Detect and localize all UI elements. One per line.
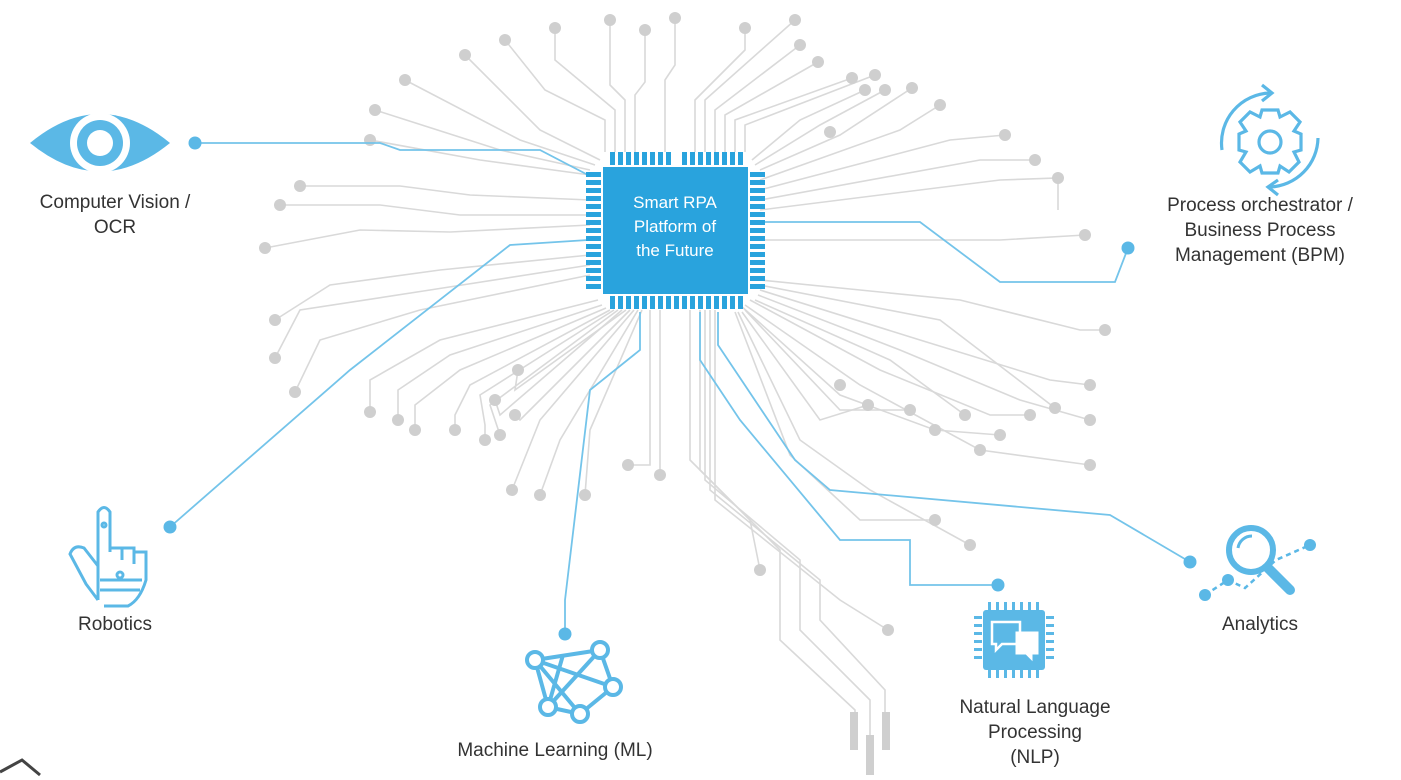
chat-chip-icon [974,602,1054,678]
center-line-1: Smart RPA [633,193,717,212]
nlp-line-2: Processing [988,722,1082,743]
robot-hand-icon [68,506,148,608]
circuit-nodes [259,12,1111,636]
chip-body [603,167,748,294]
analytics-line-1: Analytics [1221,614,1299,635]
robotics-label: Robotics [40,612,190,637]
machine-learning-label: Machine Learning (ML) [410,738,700,763]
process-orchestrator-label: Process orchestrator / Business Process … [1130,193,1390,268]
corner-fragment [0,758,41,777]
computer-vision-line-1: Computer Vision / [39,192,191,213]
center-chip-label: Smart RPA Platform of the Future [605,191,745,263]
eye-icon [30,113,170,173]
nlp-label: Natural Language Processing (NLP) [920,695,1150,770]
network-icon [525,640,623,724]
connector-pins [850,712,890,775]
computer-vision-label: Computer Vision / OCR [0,190,230,240]
gear-sync-icon [1219,83,1320,197]
process-orchestrator-line-1: Process orchestrator / [1167,195,1353,216]
process-orchestrator-line-2: Business Process [1184,220,1336,241]
center-chip [586,152,765,309]
process-orchestrator-line-3: Management (BPM) [1174,245,1345,266]
computer-vision-line-2: OCR [93,217,137,238]
nlp-line-1: Natural Language [959,697,1111,718]
chip-pins [586,152,765,309]
machine-learning-line-1: Machine Learning (ML) [457,740,653,761]
highlight-traces [169,142,1191,634]
magnifier-analytics-icon [1199,525,1316,601]
center-line-3: the Future [636,241,714,260]
center-line-2: Platform of [633,217,717,236]
robotics-line-1: Robotics [78,614,152,635]
analytics-label: Analytics [1190,612,1330,637]
nlp-line-3: (NLP) [1010,747,1060,768]
highlight-nodes [163,136,1197,641]
